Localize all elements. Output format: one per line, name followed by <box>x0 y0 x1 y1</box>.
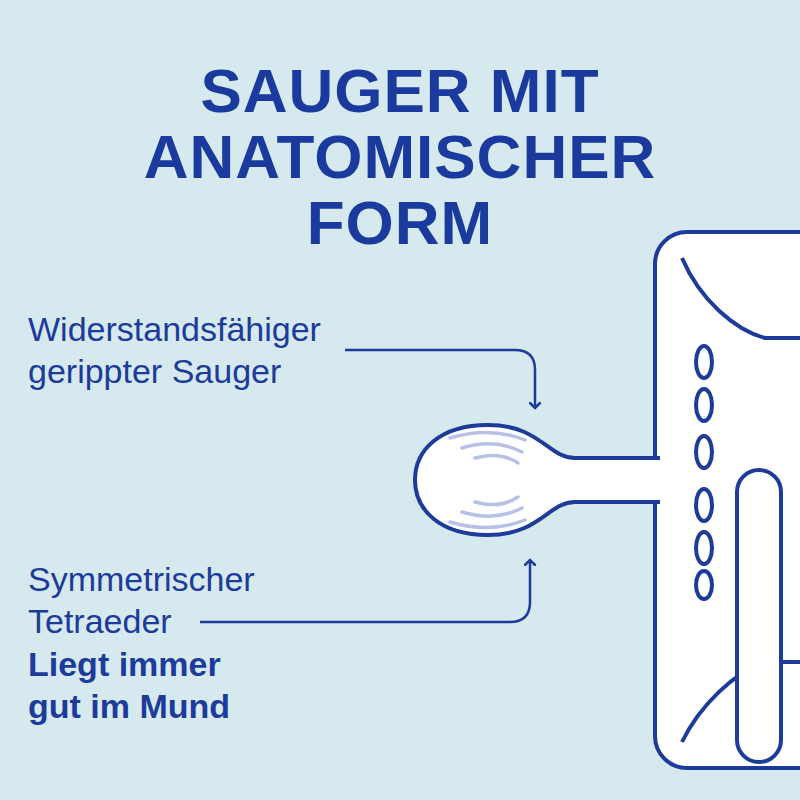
ring-handle <box>737 470 781 762</box>
nipple-ribs <box>450 432 525 527</box>
leader-line <box>345 350 535 408</box>
nipple <box>415 425 660 535</box>
shield <box>655 232 800 768</box>
callout-label: Symmetrischer Tetraeder <box>28 558 318 642</box>
callout-note: Liegt immer gut im Mund <box>28 643 248 727</box>
title: SAUGER MIT ANATOMISCHER FORM <box>100 58 700 256</box>
callout-label: Widerstandsfähiger gerippter Sauger <box>28 308 328 392</box>
vent-holes <box>696 346 712 599</box>
